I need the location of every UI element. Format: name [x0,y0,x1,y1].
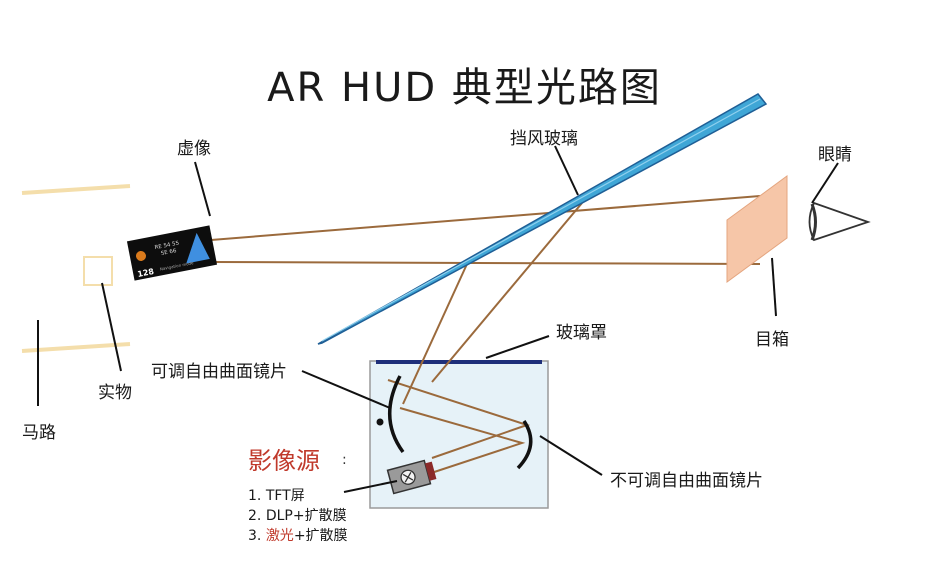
real-object-box [83,256,113,286]
leader-eyebox [771,257,777,317]
screen-text-2: SE 66 [160,248,177,257]
leader-image-source [343,480,398,493]
road-line-top [21,184,131,195]
ray-windshield-to-mirror-b [402,263,468,405]
adjustable-freeform-mirror [388,375,405,454]
eye-icon [808,201,871,242]
leader-windshield [554,145,579,196]
leader-eye [811,162,839,204]
label-eye: 眼睛 [818,145,852,165]
mirror-pivot [376,418,384,426]
leader-adjustable-mirror [301,370,391,409]
image-source-item: 3. 激光+扩散膜 [248,526,348,546]
ray-internal-b [399,407,526,481]
label-glass-cover: 玻璃罩 [556,323,607,343]
item-text: TFT屏 [265,488,305,504]
leader-glass-cover [485,335,550,359]
label-eyebox: 目箱 [755,330,789,350]
item-number: 2. [248,508,262,524]
image-source-title: 影像源 [248,447,320,475]
road-line-bottom [21,342,131,353]
diagram-title: AR HUD 典型光路图 [267,64,662,111]
screen-speed: 128 [137,267,156,279]
image-source-colon: : [342,452,347,468]
image-source-item: 1. TFT屏 [248,486,348,506]
item-highlight: 激光 [265,528,294,544]
item-number: 3. [248,528,262,544]
label-adjustable-mirror: 可调自由曲面镜片 [151,362,287,382]
leader-lines [37,145,839,493]
item-text: DLP+扩散膜 [265,508,347,524]
virtual-image-display: RE 54 55 SE 66 128 Navigation mode [126,225,218,281]
label-windshield: 挡风玻璃 [510,129,578,149]
windshield-highlight [321,98,761,342]
fixed-freeform-mirror [516,420,533,470]
item-number: 1. [248,488,262,504]
ray-windshield-to-mirror-a [431,202,583,383]
image-source-list: 1. TFT屏 2. DLP+扩散膜 3. 激光+扩散膜 [248,486,348,546]
label-virtual-image: 虚像 [177,139,211,159]
ray-top-to-eye [210,195,761,241]
label-fixed-mirror: 不可调自由曲面镜片 [610,471,763,491]
screen-text-1: RE 54 55 [154,240,180,251]
leader-virtual-image [194,161,211,217]
image-source-item: 2. DLP+扩散膜 [248,506,348,526]
label-road: 马路 [22,423,56,443]
item-text: +扩散膜 [293,528,348,544]
leader-fixed-mirror [539,435,603,476]
screen-caption: Navigation mode [159,260,194,272]
leader-real-object [101,282,122,372]
ray-bottom-to-eye [210,261,761,265]
eye-pupil [810,203,817,241]
label-real-object: 实物 [98,383,132,403]
eyebox-plane [726,175,788,283]
image-source-unit [386,459,437,495]
